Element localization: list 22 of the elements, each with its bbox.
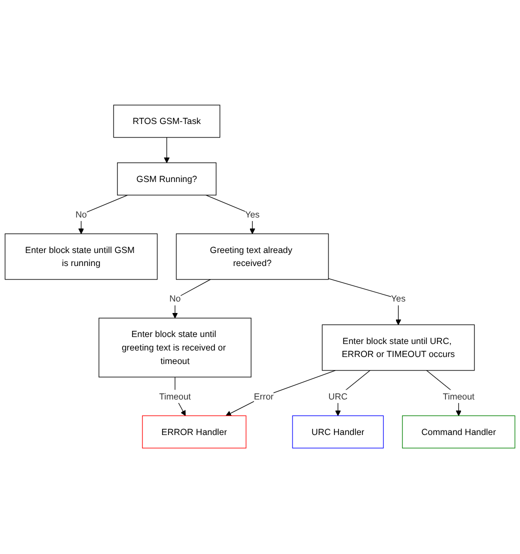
edge-label: No	[75, 209, 87, 220]
arrow	[328, 278, 402, 326]
edge-label: Yes	[391, 294, 406, 304]
node-box: GSM Running?	[117, 162, 216, 196]
node-box: ERROR Handler	[142, 416, 246, 449]
edge-label: Timeout	[159, 391, 191, 402]
node-box: Greeting text already received?	[176, 234, 329, 280]
edge-label: No	[169, 294, 181, 304]
arrow	[226, 370, 336, 416]
arrow	[164, 138, 170, 164]
node-box: URC Handler	[292, 416, 384, 449]
arrow	[172, 280, 211, 319]
edge-label: URC	[328, 391, 348, 402]
node-box: Enter block state untill GSM is running	[4, 234, 158, 280]
edge-label: Yes	[245, 209, 260, 220]
node-box: Command Handler	[402, 416, 516, 449]
node-box: Enter block state until URC, ERROR or TIMEOUT occurs	[322, 324, 475, 372]
node-box: RTOS GSM-Task	[113, 105, 220, 138]
edge-label: Error	[254, 391, 274, 402]
node-box: Enter block state until greeting text is received or timeout	[98, 318, 252, 378]
edge-label: Timeout	[442, 391, 475, 402]
arrow	[335, 370, 370, 416]
